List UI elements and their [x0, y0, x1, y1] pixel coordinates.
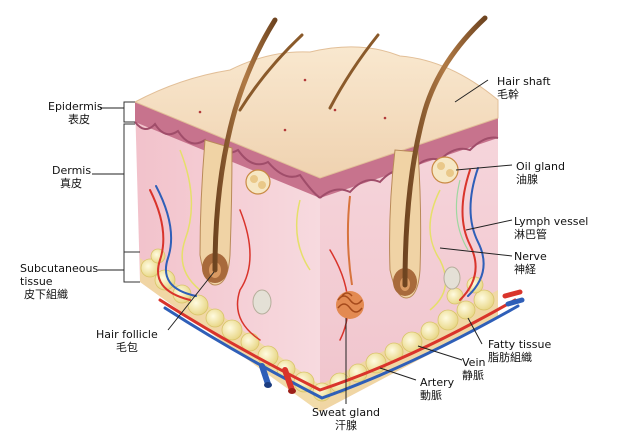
layer-bracket — [123, 101, 140, 283]
label-lymph-vessel: Lymph vessel 淋巴管 — [514, 215, 589, 241]
label-nerve: Nerve 神経 — [514, 250, 547, 276]
oil-glands — [245, 156, 459, 195]
skin-surface — [133, 46, 499, 179]
label-oil-gland: Oil gland 油腺 — [516, 160, 566, 186]
label-dermis: Dermis 真皮 — [52, 164, 92, 190]
label-artery: Artery 動脈 — [420, 376, 455, 402]
label-fatty-tissue: Fatty tissue 脂肪組織 — [488, 338, 552, 364]
hair-shafts — [212, 15, 488, 288]
label-vein: Vein 静脈 — [462, 356, 486, 382]
sweat-gland — [336, 195, 364, 319]
blood-vessels — [149, 167, 525, 400]
label-sweat-gland: Sweat gland 汗腺 — [312, 406, 381, 432]
label-epidermis: Epidermis 表皮 — [48, 100, 103, 126]
label-hair-shaft: Hair shaft 毛幹 — [497, 75, 551, 101]
nerves — [179, 149, 447, 311]
leader-lines — [92, 79, 513, 404]
label-subcutaneous: Subcutaneous tissue 皮下組織 — [20, 262, 99, 301]
label-hair-follicle: Hair follicle 毛包 — [96, 328, 158, 354]
